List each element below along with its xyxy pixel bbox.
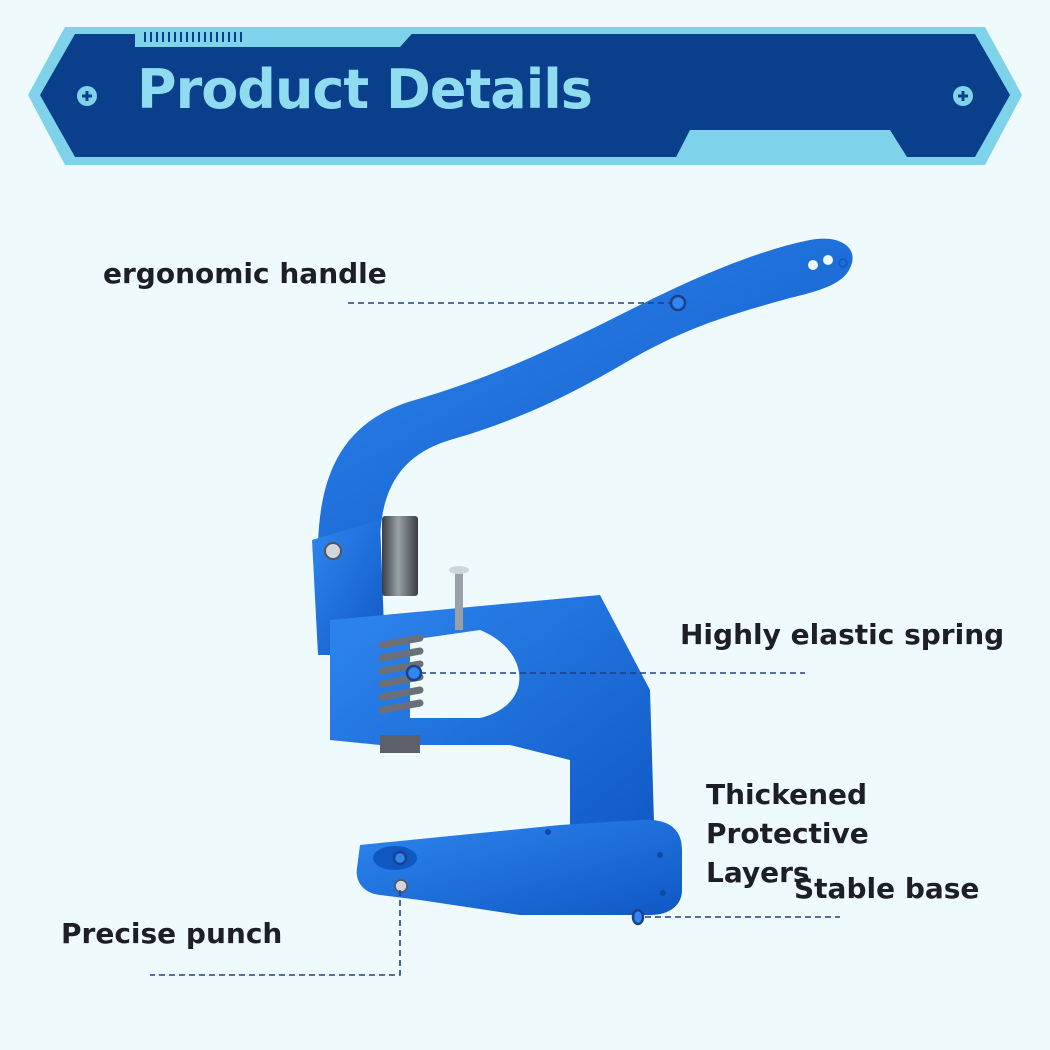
- callout-ergonomic-handle: ergonomic handle: [103, 257, 387, 290]
- plus-circle-icon: [77, 86, 97, 106]
- header-banner: [28, 27, 1022, 165]
- callout-protective-layers: Thickened Protective Layers: [706, 778, 869, 889]
- callout-stable-base: Stable base: [794, 872, 980, 905]
- callout-precise-punch: Precise punch: [61, 917, 283, 950]
- plus-circle-icon: [953, 86, 973, 106]
- page-title: Product Details: [137, 58, 593, 121]
- callout-elastic-spring: Highly elastic spring: [680, 618, 1005, 651]
